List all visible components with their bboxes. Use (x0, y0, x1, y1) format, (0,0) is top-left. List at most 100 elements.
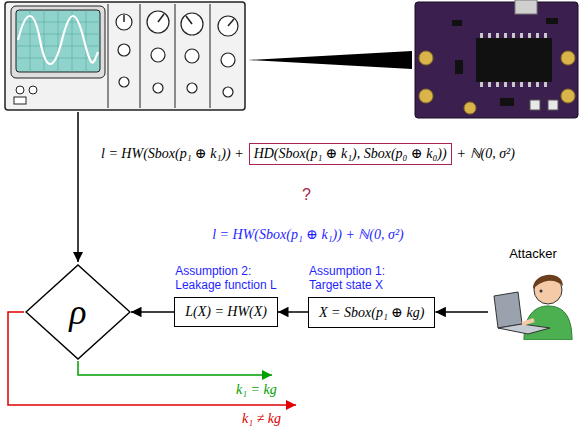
illustration-part (512, 82, 515, 87)
pcb-board (415, 0, 578, 118)
illustration-part (16, 86, 24, 94)
illustration-part (5, 2, 245, 110)
illustration-part (520, 82, 523, 87)
illustration-part (480, 33, 547, 87)
illustration-part (118, 44, 130, 56)
signal-arrow (248, 51, 412, 69)
illustration-part (16, 10, 100, 72)
illustration-part (86, 10, 87, 72)
illustration-part (14, 97, 26, 104)
illustration-part (504, 82, 507, 87)
illustration-part (488, 33, 491, 38)
illustration-part (124, 14, 234, 26)
target-state-box: Assumption 1: Target state XX = Sbox(p₁ … (308, 297, 435, 328)
illustration-part (151, 48, 165, 62)
match-label: k₁ = kg (236, 381, 277, 399)
illustration-part (11, 6, 105, 78)
illustration-part (72, 10, 73, 72)
illustration-part (536, 82, 539, 87)
attacker-icon (488, 262, 578, 340)
illustration-part (108, 4, 210, 108)
model-equation: l = HW(Sbox(p₁ ⊕ k₁)) + ℕ(0, σ²) (212, 226, 404, 244)
illustration-part (210, 4, 211, 108)
illustration-part (153, 83, 163, 93)
illustration-part (116, 14, 132, 30)
illustration-part (181, 13, 203, 35)
illustration-part (108, 4, 109, 108)
illustration-part (29, 86, 37, 94)
illustration-part (488, 82, 491, 87)
node-text: X = Sbox(p₁ ⊕ kg) (319, 304, 424, 321)
illustration-part (185, 49, 199, 63)
assumption-heading: Assumption 2: Leakage function L (175, 264, 297, 292)
icon-part (498, 324, 550, 334)
illustration-part (480, 82, 483, 87)
icon-part (494, 292, 522, 328)
illustration-part (419, 51, 433, 65)
illustration-part (158, 14, 164, 22)
leakage-equation: l = HW(Sbox(p₁ ⊕ k₁)) + (101, 145, 244, 163)
assumption-heading: Assumption 1: Target state X (309, 264, 409, 292)
illustration-part (16, 46, 100, 47)
icon-part (540, 290, 543, 293)
illustration-part (455, 60, 463, 74)
illustration-part (228, 19, 234, 26)
illustration-part (530, 100, 558, 110)
illustration-part (452, 18, 558, 106)
node-text: ρ (69, 292, 86, 332)
illustration-part (218, 16, 238, 36)
illustration-part (504, 33, 507, 38)
illustration-part (515, 0, 537, 14)
attacker-figure: Attacker (488, 246, 578, 340)
illustration-part (116, 11, 238, 97)
trace-wire (77, 112, 79, 262)
illustration-part (415, 2, 578, 118)
illustration-part (561, 51, 575, 65)
question-mark: ? (302, 186, 311, 204)
illustration-part (16, 58, 100, 59)
hamming-distance-term: HD(Sbox(p₁ ⊕ k₁), Sbox(p₀ ⊕ k₀)) (249, 143, 452, 165)
illustration-part (548, 100, 558, 110)
oscilloscope (5, 2, 245, 110)
illustration-part (30, 10, 31, 72)
illustration-part (546, 18, 558, 24)
illustration-part (476, 38, 552, 82)
illustration-part (452, 20, 462, 26)
illustration-part (58, 10, 59, 72)
illustration-part (530, 100, 540, 110)
illustration-part (221, 53, 235, 67)
illustration-part (500, 98, 514, 106)
illustration-part (496, 82, 499, 87)
illustration-part (536, 33, 539, 38)
correlation-diamond: ρ (25, 264, 131, 360)
mismatch-label: k₁ ≠ kg (242, 410, 281, 428)
illustration-part (140, 4, 141, 108)
illustration-part (18, 16, 98, 64)
illustration-part (419, 51, 575, 114)
node-text: L(X) = HW(X) (185, 304, 267, 320)
diamond-shape (26, 265, 130, 359)
match-wire (78, 361, 272, 375)
illustration-part (16, 22, 100, 23)
illustration-part (123, 15, 125, 22)
icon-part (533, 275, 563, 289)
illustration-part (16, 10, 100, 72)
illustration-part (419, 89, 433, 103)
illustration-part (464, 102, 476, 114)
illustration-part (512, 33, 515, 38)
illustration-part (544, 33, 547, 38)
illustration-part (544, 82, 547, 87)
illustration-part (44, 10, 45, 72)
icon-part (522, 320, 534, 324)
illustration-part (496, 33, 499, 38)
node-text: Attacker (488, 246, 578, 262)
illustration-part (147, 11, 169, 33)
flow-arrow (131, 311, 174, 313)
illustration-part (119, 77, 129, 87)
illustration-part (480, 33, 483, 38)
illustration-part (223, 87, 233, 97)
equation-row: l = HW(Sbox(p₁ ⊕ k₁)) + HD(Sbox(p₁ ⊕ k₁),… (34, 143, 582, 165)
flow-arrow (435, 311, 488, 313)
